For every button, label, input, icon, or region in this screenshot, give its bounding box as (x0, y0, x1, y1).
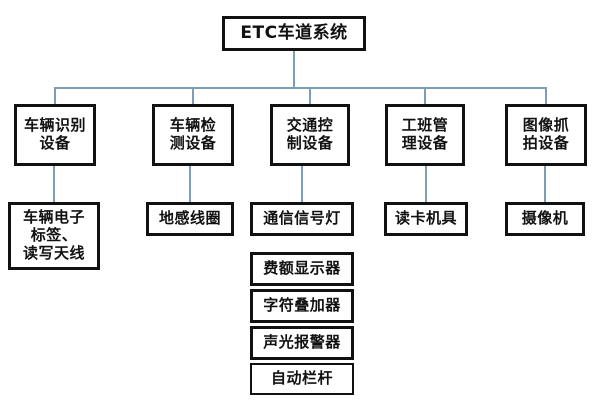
root-stem-connector (293, 51, 295, 89)
branch-4-child-0-connector (544, 166, 546, 202)
branch-node-2: 交通控 制设备 (270, 104, 350, 166)
branch-bus-connector (55, 87, 546, 89)
root-node-label: ETC车道系统 (240, 23, 348, 44)
branch-0-child-0-connector (53, 166, 55, 202)
branch-1-child-0-connector (189, 166, 191, 202)
branch-node-1: 车辆检 测设备 (152, 104, 234, 166)
leaf-node-3-0: 读卡机具 (384, 202, 468, 236)
branch-node-4-label: 图像抓 拍设备 (522, 116, 570, 152)
branch-0-drop-connector (54, 87, 56, 104)
branch-1-drop-connector (192, 87, 194, 104)
leaf-node-2-2-label: 字符叠加器 (263, 296, 341, 315)
branch-3-child-0-connector (425, 166, 427, 202)
leaf-node-2-3: 声光报警器 (250, 326, 354, 360)
leaf-node-0-0-label: 车辆电子 标签、 读写天线 (22, 208, 85, 262)
branch-node-0-label: 车辆识别 设备 (23, 116, 86, 152)
branch-node-2-label: 交通控 制设备 (286, 116, 334, 152)
leaf-node-1-0-label: 地感线圈 (158, 209, 221, 228)
root-node: ETC车道系统 (222, 16, 366, 51)
leaf-node-2-0-label: 通信信号灯 (263, 209, 341, 228)
leaf-node-2-3-label: 声光报警器 (263, 333, 341, 352)
leaf-node-2-2: 字符叠加器 (250, 289, 354, 323)
branch-node-3-label: 工班管 理设备 (401, 116, 449, 152)
leaf-node-2-4-label: 自动栏杆 (270, 369, 333, 388)
leaf-node-2-4: 自动栏杆 (250, 363, 354, 395)
branch-node-0: 车辆识别 设备 (14, 104, 96, 166)
leaf-node-2-1-label: 费额显示器 (263, 259, 341, 278)
branch-node-1-label: 车辆检 测设备 (169, 116, 217, 152)
branch-2-drop-connector (309, 87, 311, 104)
branch-node-3: 工班管 理设备 (385, 104, 465, 166)
leaf-node-1-0: 地感线圈 (146, 202, 234, 236)
leaf-node-2-1: 费额显示器 (250, 252, 354, 286)
leaf-node-4-0-label: 摄像机 (521, 209, 569, 228)
branch-2-child-0-connector (301, 166, 303, 202)
leaf-node-4-0: 摄像机 (505, 202, 585, 236)
leaf-node-3-0-label: 读卡机具 (394, 209, 457, 228)
branch-node-4: 图像抓 拍设备 (505, 104, 587, 166)
leaf-node-0-0: 车辆电子 标签、 读写天线 (8, 202, 100, 270)
branch-3-drop-connector (424, 87, 426, 104)
leaf-node-2-0: 通信信号灯 (250, 202, 354, 236)
branch-4-drop-connector (545, 87, 547, 104)
